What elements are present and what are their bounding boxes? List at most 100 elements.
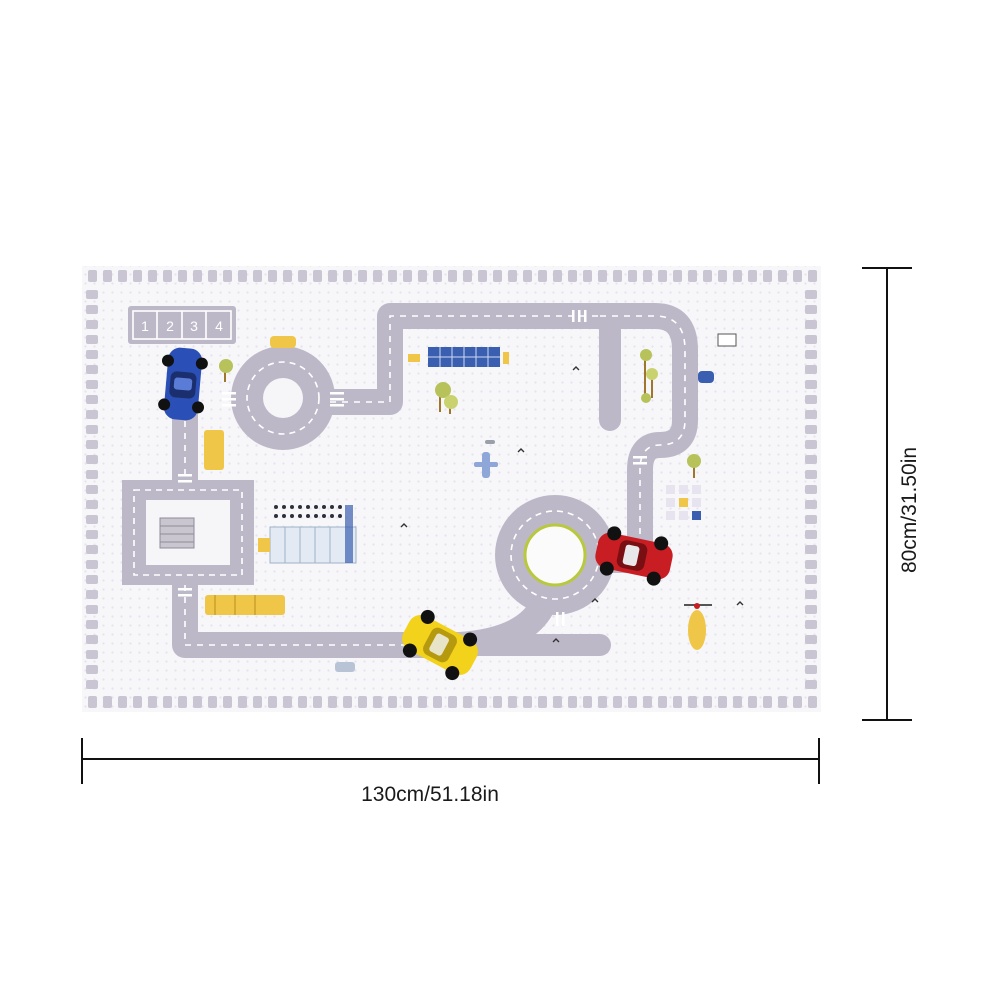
border-tile xyxy=(568,270,577,282)
border-tile xyxy=(805,470,817,479)
roundabout-bottom-island xyxy=(523,523,587,587)
crossing xyxy=(178,474,192,477)
border-tile xyxy=(86,440,98,449)
border-tile xyxy=(86,545,98,554)
border-tile xyxy=(86,590,98,599)
border-tile xyxy=(358,696,367,708)
border-tile xyxy=(463,696,472,708)
border-tile xyxy=(178,270,187,282)
buildings xyxy=(159,333,737,615)
border-tile xyxy=(343,270,352,282)
border-tile xyxy=(253,696,262,708)
play-mat: 1 2 3 4 xyxy=(82,266,821,712)
border-tile xyxy=(583,696,592,708)
border-tile xyxy=(373,696,382,708)
parking-number-1: 1 xyxy=(141,318,149,334)
yellow-post xyxy=(503,352,509,364)
crossing xyxy=(222,398,236,401)
border-tile xyxy=(268,270,277,282)
mat-illustrated-cars xyxy=(270,336,714,672)
birds xyxy=(400,366,744,643)
mat-border-tiles xyxy=(86,270,817,708)
border-tile xyxy=(193,696,202,708)
crossing xyxy=(178,594,192,597)
border-tile xyxy=(86,365,98,374)
tree xyxy=(435,382,451,398)
border-tile xyxy=(328,696,337,708)
border-tile xyxy=(86,575,98,584)
border-tile xyxy=(163,270,172,282)
border-tile xyxy=(223,270,232,282)
border-tile xyxy=(553,696,562,708)
border-tile xyxy=(86,320,98,329)
border-tile xyxy=(688,270,697,282)
border-tile xyxy=(86,665,98,674)
border-tile xyxy=(86,605,98,614)
border-tile xyxy=(133,270,142,282)
border-tile xyxy=(358,270,367,282)
yellow-bus xyxy=(205,595,285,615)
border-tile xyxy=(403,270,412,282)
border-tile xyxy=(805,305,817,314)
border-tile xyxy=(328,270,337,282)
roundabout-top-island xyxy=(263,378,303,418)
border-tile xyxy=(658,696,667,708)
parking-number-2: 2 xyxy=(166,318,174,334)
tree xyxy=(641,393,651,403)
border-tile xyxy=(808,270,817,282)
border-tile xyxy=(805,590,817,599)
border-tile xyxy=(805,395,817,404)
border-tile xyxy=(268,696,277,708)
border-tile xyxy=(86,560,98,569)
border-tile xyxy=(805,650,817,659)
border-tile xyxy=(86,455,98,464)
border-tile xyxy=(628,270,637,282)
crossing xyxy=(330,404,344,407)
border-tile xyxy=(118,270,127,282)
marking-top-link xyxy=(330,315,600,403)
border-tile xyxy=(103,270,112,282)
border-tile xyxy=(643,696,652,708)
border-tile xyxy=(283,270,292,282)
border-tile xyxy=(538,270,547,282)
tree xyxy=(219,359,233,373)
border-tile xyxy=(703,270,712,282)
border-tile xyxy=(703,696,712,708)
border-tile xyxy=(148,696,157,708)
width-dimension-line xyxy=(81,738,820,784)
border-tile xyxy=(86,470,98,479)
tree xyxy=(640,349,652,361)
crossing xyxy=(330,398,344,401)
border-tile xyxy=(86,635,98,644)
left-block-marking xyxy=(133,489,243,576)
border-tile xyxy=(538,696,547,708)
zebra-crossings xyxy=(178,310,647,626)
border-tile xyxy=(688,696,697,708)
border-tile xyxy=(448,270,457,282)
border-tile xyxy=(86,380,98,389)
border-tile xyxy=(805,485,817,494)
street-sign xyxy=(717,333,737,347)
border-tile xyxy=(86,290,98,299)
crossing xyxy=(178,588,192,591)
border-tile xyxy=(313,696,322,708)
border-tile xyxy=(86,395,98,404)
border-tile xyxy=(805,515,817,524)
border-tile xyxy=(523,696,532,708)
border-tile xyxy=(508,696,517,708)
border-tile xyxy=(418,270,427,282)
border-tile xyxy=(805,290,817,299)
border-tile xyxy=(433,696,442,708)
border-tile xyxy=(118,696,127,708)
parking-number-4: 4 xyxy=(215,318,223,334)
right-building xyxy=(666,485,701,520)
border-tile xyxy=(673,696,682,708)
border-tile xyxy=(298,696,307,708)
border-tile xyxy=(86,680,98,689)
border-tile xyxy=(86,410,98,419)
tree xyxy=(687,454,701,468)
border-tile xyxy=(805,380,817,389)
trees xyxy=(219,349,701,478)
border-tile xyxy=(223,696,232,708)
border-tile xyxy=(86,305,98,314)
